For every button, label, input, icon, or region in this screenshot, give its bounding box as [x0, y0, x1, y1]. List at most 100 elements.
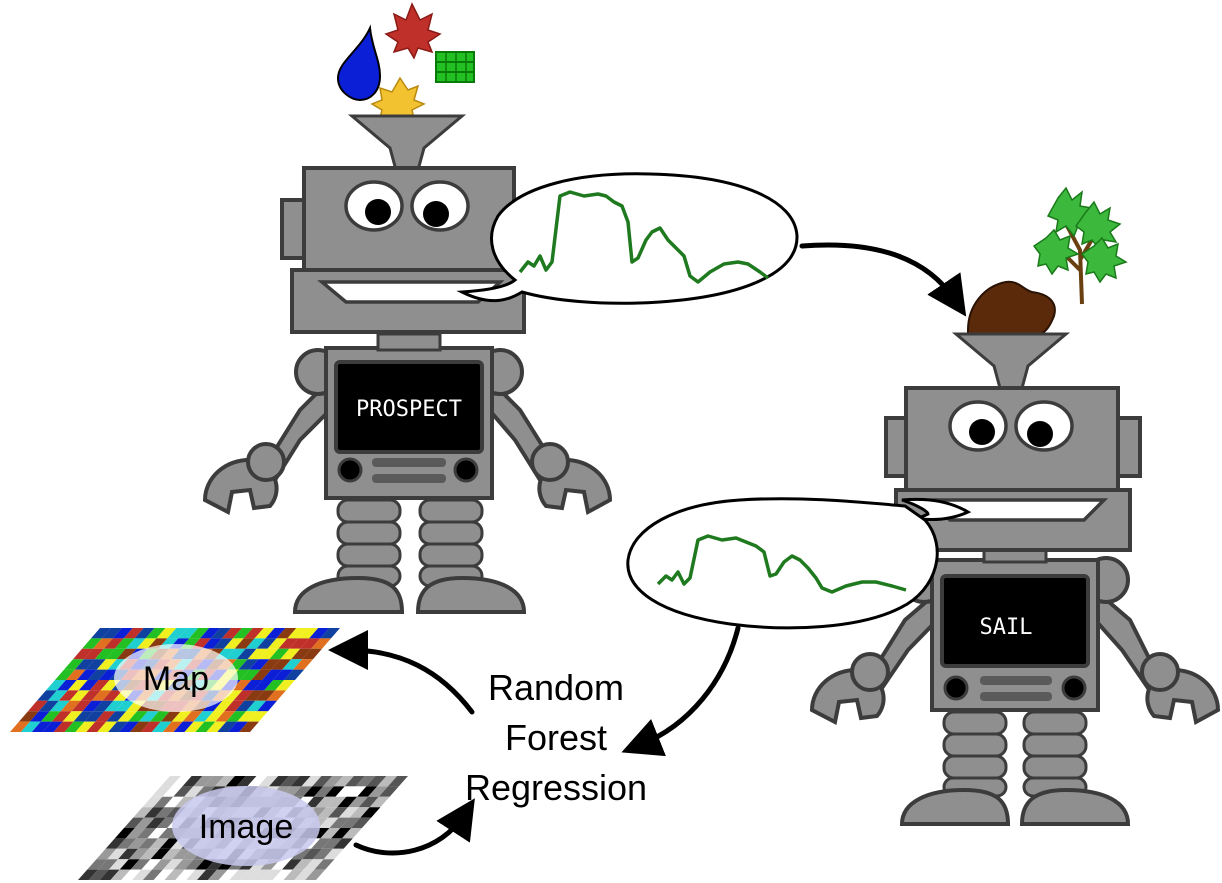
grid-cell — [85, 659, 106, 670]
grid-cell — [317, 807, 338, 818]
grid-cell — [96, 848, 117, 860]
grid-cell — [134, 817, 155, 828]
grid-cell — [262, 669, 283, 680]
grid-cell — [358, 796, 379, 808]
grid-cell — [267, 638, 288, 649]
grid-cell — [46, 680, 66, 691]
grid-cell — [156, 628, 177, 639]
grid-cell — [82, 700, 103, 712]
grid-cell — [123, 628, 144, 639]
grid-cell — [218, 869, 239, 880]
grid-cell — [233, 690, 254, 701]
grid-cell — [142, 796, 163, 808]
grid-cell — [278, 638, 299, 649]
grid-cell — [119, 721, 139, 732]
grid-cell — [38, 700, 59, 712]
grid-cell — [357, 786, 378, 797]
grid-cell — [150, 848, 171, 860]
grid-cell — [136, 828, 157, 839]
grid-cell — [212, 638, 233, 649]
grid-cell — [377, 776, 398, 787]
grid-cell — [102, 690, 123, 701]
grid-cell — [94, 648, 115, 660]
grid-cell — [257, 700, 277, 712]
grid-cell — [195, 859, 216, 870]
grid-cell — [247, 776, 268, 787]
grid-cell — [53, 721, 74, 732]
grid-cell — [184, 859, 205, 870]
leaf-inputs — [336, 2, 475, 119]
grid-cell — [217, 721, 238, 732]
grid-cell — [309, 628, 330, 639]
grid-cell — [173, 721, 194, 732]
grid-cell — [215, 711, 236, 722]
grid-cell — [182, 776, 203, 787]
grid-cell — [294, 869, 315, 880]
prospect-screen-label: PROSPECT — [356, 397, 462, 422]
sail-robot: SAIL — [809, 332, 1221, 826]
prospect-legs — [292, 498, 527, 614]
grid-cell — [273, 669, 294, 680]
grid-cell — [240, 669, 261, 680]
prospect-eyes — [344, 180, 470, 232]
grid-cell — [255, 690, 276, 701]
map-label: Map — [143, 660, 209, 698]
grid-cell — [246, 700, 267, 712]
grid-cell — [167, 628, 188, 639]
grid-cell — [258, 776, 279, 787]
grid-cell — [335, 786, 356, 797]
grid-cell — [172, 848, 193, 860]
grid-cell — [232, 628, 253, 639]
grid-cell — [125, 828, 146, 839]
grid-cell — [156, 817, 177, 828]
grid-cell — [171, 711, 192, 722]
grid-cell — [134, 628, 155, 639]
grid-cell — [152, 859, 173, 870]
grid-cell — [266, 690, 286, 701]
grid-cell — [312, 776, 333, 787]
grid-cell — [140, 721, 161, 732]
grid-cell — [115, 700, 136, 712]
grid-cell — [302, 648, 322, 660]
grid-cell — [105, 648, 126, 660]
grid-cell — [224, 700, 245, 712]
grid-cell — [73, 648, 93, 660]
grid-cell — [171, 776, 192, 787]
grid-cell — [236, 648, 257, 660]
grid-cell — [303, 859, 324, 870]
grid-cell — [347, 796, 368, 808]
grid-cell — [31, 721, 52, 732]
grid-cell — [251, 669, 272, 680]
grid-cell — [116, 648, 137, 660]
grid-cell — [107, 848, 128, 860]
grid-cell — [332, 838, 353, 849]
grid-cell — [194, 786, 215, 797]
grid-cell — [124, 817, 145, 828]
grid-cell — [101, 628, 122, 639]
grid-cell — [127, 838, 148, 849]
grid-cell — [240, 869, 261, 880]
arrow-sail-to-rf — [621, 625, 741, 757]
grid-cell — [271, 859, 292, 870]
grid-cell — [315, 796, 336, 808]
grid-cell — [249, 659, 270, 670]
grid-cell — [116, 838, 137, 849]
prospect-mouth — [317, 280, 505, 304]
grid-cell — [175, 869, 196, 880]
grid-cell — [93, 700, 114, 712]
grid-cell — [324, 786, 345, 797]
grid-cell — [182, 711, 203, 722]
grid-cell — [159, 838, 180, 849]
grid-cell — [327, 807, 348, 818]
grid-cell — [133, 807, 154, 818]
grid-cell — [258, 648, 279, 660]
grid-cell — [231, 680, 252, 691]
grid-cell — [106, 711, 127, 722]
grid-cell — [96, 659, 117, 670]
grid-cell — [320, 628, 340, 639]
image-layer: Image — [78, 776, 408, 880]
grid-cell — [303, 786, 324, 797]
grid-cell — [56, 680, 77, 691]
grid-cell — [173, 786, 194, 797]
grid-cell — [340, 817, 361, 828]
